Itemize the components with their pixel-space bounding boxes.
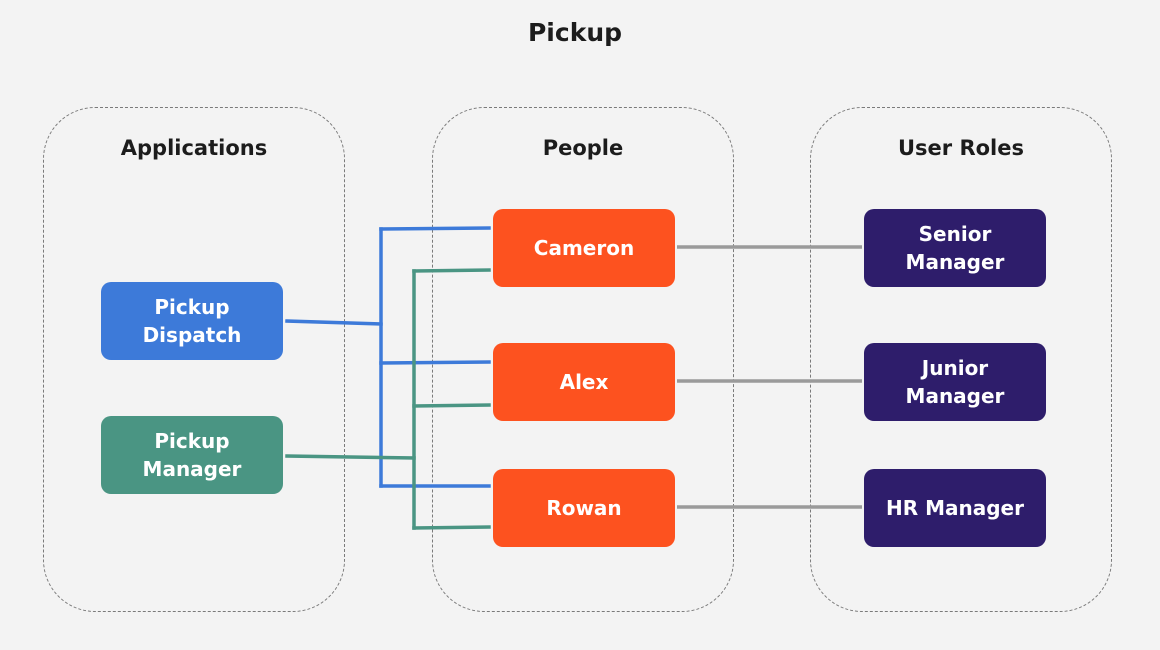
applications-group-label: Applications	[120, 136, 268, 160]
manager-to-bus-line	[285, 454, 416, 460]
user-roles-group	[810, 107, 1112, 612]
person-node-rowan: Rowan	[493, 469, 675, 547]
applications-group	[43, 107, 345, 612]
dispatch-to-cameron-line	[379, 226, 491, 231]
app-node-pickup-dispatch: Pickup Dispatch	[101, 282, 283, 360]
people-group	[432, 107, 734, 612]
person-node-alex: Alex	[493, 343, 675, 421]
dispatch-to-bus-line	[285, 319, 383, 326]
role-node-hr-manager: HR Manager	[864, 469, 1046, 547]
diagram-title: Pickup	[527, 18, 623, 47]
user-roles-group-label: User Roles	[898, 136, 1024, 160]
people-group-label: People	[542, 136, 624, 160]
manager-to-cameron-line	[412, 268, 491, 273]
manager-to-rowan-line	[412, 525, 491, 530]
role-connectors	[677, 245, 862, 509]
role-node-junior-manager: Junior Manager	[864, 343, 1046, 421]
manager-to-alex-line	[412, 403, 491, 408]
dispatch-connectors	[285, 226, 491, 488]
app-node-pickup-manager: Pickup Manager	[101, 416, 283, 494]
role-node-senior-manager: Senior Manager	[864, 209, 1046, 287]
person-node-cameron: Cameron	[493, 209, 675, 287]
dispatch-to-alex-line	[379, 360, 491, 365]
manager-connectors	[285, 268, 491, 530]
